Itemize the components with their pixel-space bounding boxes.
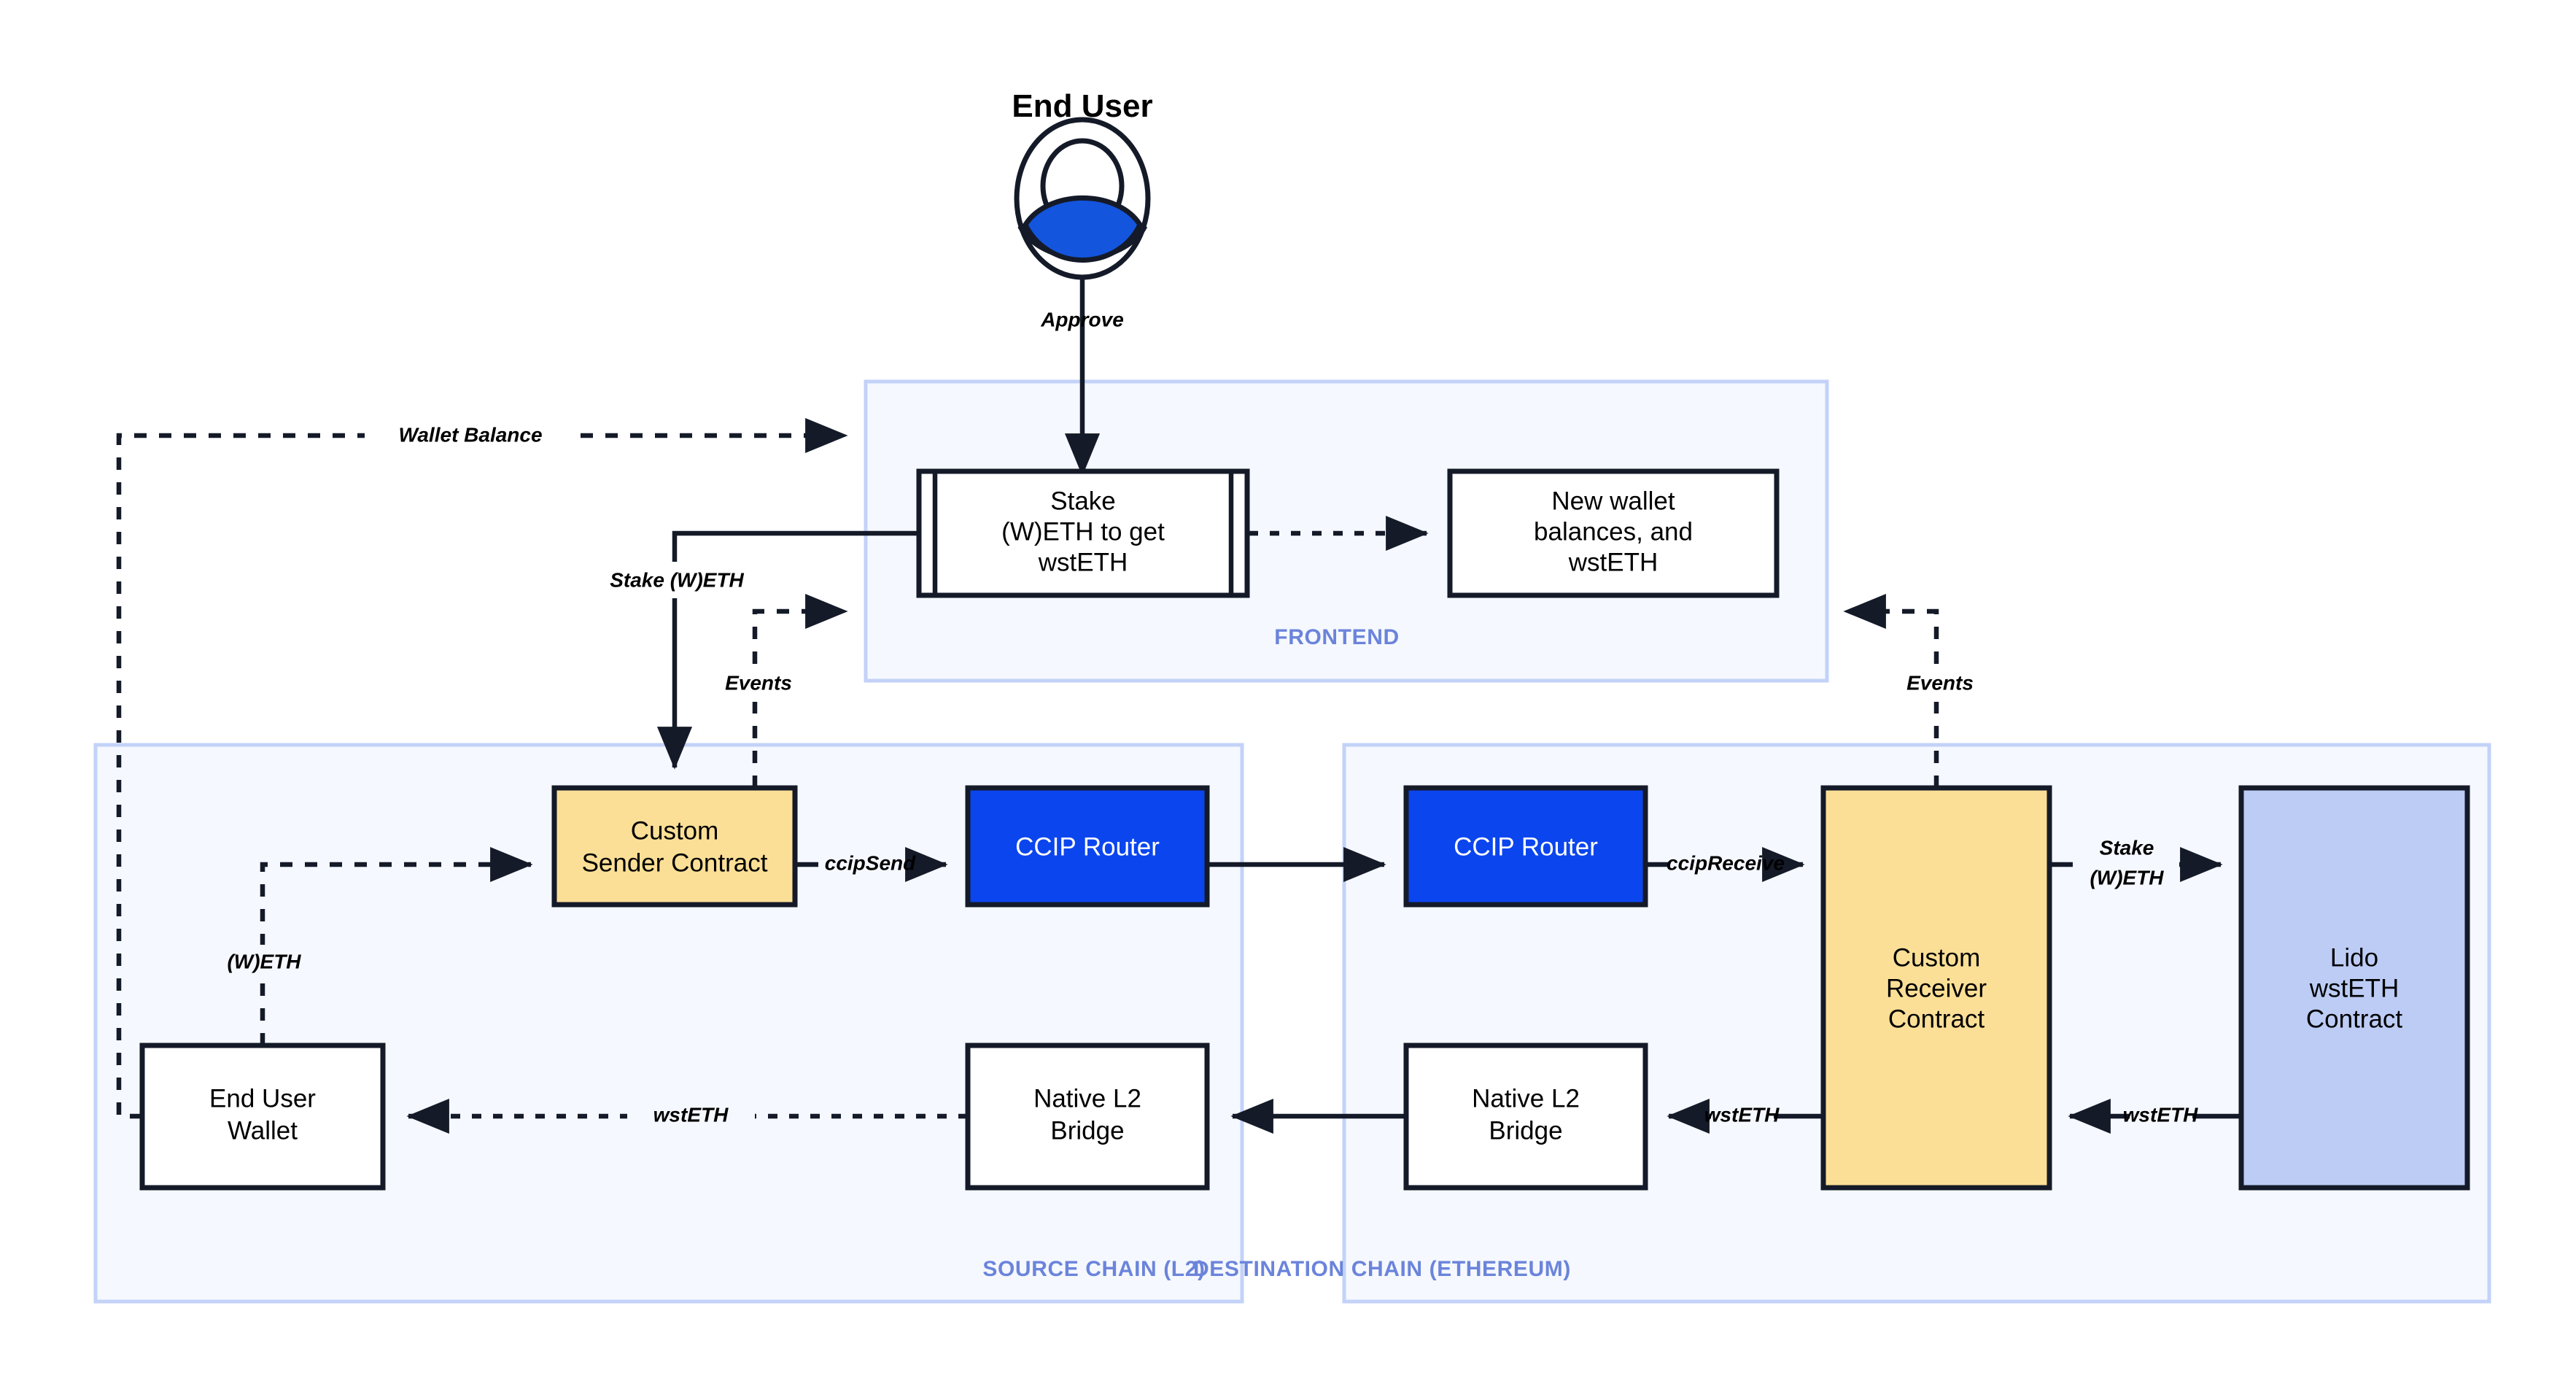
edge-ccip-receive: ccipReceive [1645, 846, 1805, 883]
bridge-src-line2: Bridge [1050, 1116, 1124, 1145]
lido-line3: Contract [2306, 1005, 2403, 1033]
edge-label-stake-weth-dst-2: (W)ETH [2090, 866, 2164, 889]
edge-wsteth-right: wstETH [2068, 1098, 2241, 1134]
end-user-actor: End User [1012, 88, 1153, 280]
node-ccip-router-source[interactable]: CCIP Router [965, 785, 1210, 908]
group-label-destination-chain: DESTINATION CHAIN (ETHEREUM) [1193, 1257, 1571, 1281]
receiver-line3: Contract [1888, 1005, 1985, 1033]
edge-label-ccip-send: ccipSend [825, 851, 916, 874]
node-new-balances[interactable]: New wallet balances, and wstETH [1447, 468, 1780, 598]
lido-line1: Lido [2330, 943, 2378, 972]
edge-wsteth-mid: wstETH [1667, 1098, 1823, 1134]
node-end-user-wallet[interactable]: End User Wallet [139, 1043, 386, 1191]
edge-stake-weth-destination: Stake (W)ETH [2049, 836, 2223, 889]
edge-events-right: Events [1843, 593, 1998, 788]
wallet-line1: End User [209, 1084, 316, 1113]
group-label-source-chain: SOURCE CHAIN (L2) [982, 1257, 1205, 1281]
group-label-frontend: FRONTEND [1274, 625, 1399, 649]
edge-label-wallet-balance: Wallet Balance [398, 423, 542, 446]
edge-label-stake-weth: Stake (W)ETH [610, 568, 744, 591]
edge-ccip-send: ccipSend [795, 846, 948, 883]
router-dst-label: CCIP Router [1454, 832, 1598, 861]
stake-form-line1: Stake [1050, 487, 1116, 515]
edge-label-approve: Approve [1040, 308, 1124, 330]
edge-events-left: Events [700, 593, 848, 788]
edge-wsteth-source: wstETH [406, 1098, 968, 1134]
new-balances-line2: balances, and [1534, 517, 1693, 546]
edge-label-events-left: Events [725, 671, 792, 694]
node-ccip-router-destination[interactable]: CCIP Router [1403, 785, 1648, 908]
node-custom-receiver-contract[interactable]: Custom Receiver Contract [1820, 785, 2052, 1191]
new-balances-line1: New wallet [1551, 487, 1675, 515]
sender-line2: Sender Contract [582, 848, 768, 877]
node-native-l2-bridge-source[interactable]: Native L2 Bridge [965, 1043, 1210, 1191]
user-avatar-icon [1014, 117, 1151, 280]
edge-stake-weth: Stake (W)ETH [604, 530, 919, 770]
router-src-label: CCIP Router [1015, 832, 1160, 861]
edge-label-events-right: Events [1906, 671, 1974, 694]
edge-weth: (W)ETH [213, 846, 533, 1045]
node-custom-sender-contract[interactable]: Custom Sender Contract [551, 785, 798, 908]
edge-label-wsteth-right: wstETH [2123, 1103, 2198, 1126]
bridge-dst-line2: Bridge [1489, 1116, 1562, 1145]
receiver-line2: Receiver [1886, 974, 1987, 1002]
sender-line1: Custom [631, 816, 719, 845]
edge-approve: Approve [1040, 279, 1124, 476]
edge-label-weth: (W)ETH [227, 950, 301, 972]
bridge-dst-line1: Native L2 [1472, 1084, 1580, 1113]
edge-label-ccip-receive: ccipReceive [1667, 851, 1785, 874]
node-native-l2-bridge-destination[interactable]: Native L2 Bridge [1403, 1043, 1648, 1191]
bridge-src-line1: Native L2 [1033, 1084, 1141, 1113]
stake-form-line3: wstETH [1038, 548, 1128, 576]
edge-label-wsteth-source: wstETH [653, 1103, 729, 1126]
receiver-line1: Custom [1893, 943, 1981, 972]
node-lido-wsteth-contract[interactable]: Lido wstETH Contract [2238, 785, 2470, 1191]
lido-line2: wstETH [2309, 974, 2400, 1002]
edge-wallet-balance: Wallet Balance [116, 416, 848, 1119]
node-stake-form[interactable]: Stake (W)ETH to get wstETH [916, 468, 1250, 598]
wallet-line2: Wallet [228, 1116, 298, 1145]
new-balances-line3: wstETH [1568, 548, 1659, 576]
edge-label-stake-weth-dst-1: Stake [2100, 836, 2154, 859]
stake-form-line2: (W)ETH to get [1001, 517, 1165, 546]
edge-label-wsteth-mid: wstETH [1704, 1103, 1780, 1126]
